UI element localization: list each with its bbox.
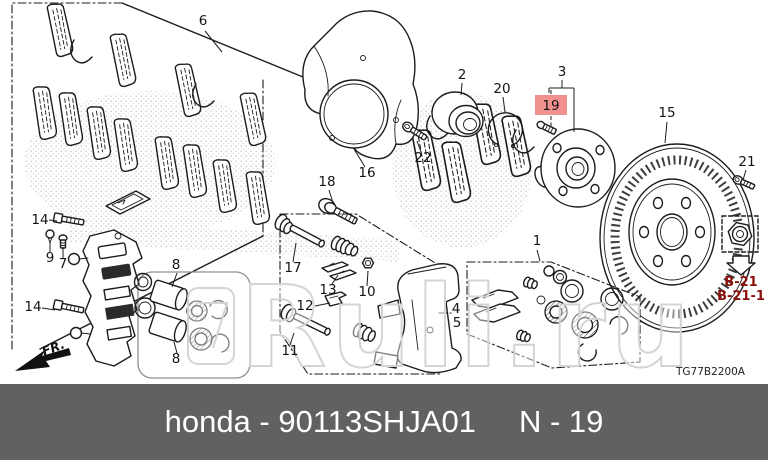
brake-pads-set (32, 1, 271, 226)
callout-leader-21 (742, 169, 747, 181)
part-callout-13[interactable]: 13 (319, 282, 336, 298)
callout-leader-20 (502, 96, 506, 113)
caliper-mount-bolt (318, 197, 358, 225)
part-callout-14[interactable]: 14 (31, 212, 48, 228)
dust-shield (302, 10, 420, 160)
shield-bolt (402, 121, 428, 141)
bleeder-screw (45, 229, 55, 244)
footer-caption-bar: honda - 90113SHJA01 N - 19 (0, 384, 768, 460)
footer-page-ref: N - 19 (518, 404, 604, 439)
part-callout-21[interactable]: 21 (738, 154, 755, 170)
pad-spring-clip (324, 291, 347, 307)
part-callout-10[interactable]: 10 (358, 284, 375, 300)
callout-leader-11 (289, 332, 295, 346)
piston-seal-kit (133, 271, 251, 379)
pad-shim-set (105, 190, 151, 215)
pin-boot-lower (352, 322, 376, 342)
callout-leader-2 (460, 82, 463, 96)
slide-pin-upper (274, 213, 326, 248)
part-callout-8[interactable]: 8 (172, 351, 181, 367)
callout-leader-13 (331, 274, 339, 285)
callout-leader-17 (292, 242, 297, 263)
snap-ring (487, 112, 523, 149)
wheel-bearing (431, 91, 484, 138)
callout-leader-10 (366, 270, 369, 287)
bleeder-cap (58, 234, 68, 249)
part-callout-17[interactable]: 17 (284, 260, 301, 276)
pin-group-boundary (279, 213, 441, 375)
part-callout-19[interactable]: 19 (542, 98, 559, 114)
callout-leader-1 (536, 249, 541, 262)
caliper-bracket (373, 263, 462, 374)
part-callout-22[interactable]: 22 (414, 150, 431, 166)
callout-leader-22 (416, 140, 422, 153)
pin-nut (361, 257, 375, 269)
part-callout-1[interactable]: 1 (533, 233, 542, 249)
brake-rotor (599, 143, 755, 333)
ref-link-b21[interactable]: B-21 (724, 275, 757, 290)
callout-leader-8 (171, 272, 178, 288)
fr-direction-arrow: FR. (15, 336, 71, 371)
part-callout-7[interactable]: 7 (59, 256, 68, 272)
part-callout-9[interactable]: 9 (46, 250, 55, 266)
callout-leader-18 (328, 189, 334, 204)
rotor-set-screw (732, 175, 756, 190)
drawing-code: TG77B2200A (675, 366, 746, 378)
part-callout-20[interactable]: 20 (493, 81, 510, 97)
hub-stud (536, 120, 557, 135)
callout-leader-12 (314, 302, 331, 307)
part-callout-3[interactable]: 3 (558, 64, 567, 80)
slide-pin-lower (280, 303, 331, 336)
part-callout-18[interactable]: 18 (318, 174, 335, 190)
part-callout-16[interactable]: 16 (358, 165, 375, 181)
part-callout-15[interactable]: 15 (658, 105, 675, 121)
caliper-bolt-lower (52, 299, 85, 314)
part-callout-5[interactable]: 5 (453, 315, 462, 331)
part-callout-6[interactable]: 6 (199, 13, 208, 29)
part-callout-4[interactable]: 4 (452, 301, 461, 317)
part-callout-11[interactable]: 11 (281, 343, 298, 359)
part-callout-14[interactable]: 14 (24, 299, 41, 315)
caliper-body (67, 229, 143, 367)
callout-leader-8 (173, 341, 178, 354)
hub-assembly (534, 128, 616, 208)
callout-leader-14 (41, 307, 56, 311)
pin-boot-upper (330, 235, 359, 257)
callout-leader-16 (353, 148, 366, 168)
part-callout-2[interactable]: 2 (458, 67, 467, 83)
part-callout-12[interactable]: 12 (296, 298, 313, 314)
brake-exploded-diagram: B-21 B-21-1 (11, 1, 765, 384)
callout-leader-14 (48, 219, 58, 222)
watermark: Ruli.ru (187, 262, 695, 384)
part-callout-8[interactable]: 8 (172, 257, 181, 273)
callout-leader-6 (204, 30, 223, 53)
caliper-seal-kit (466, 261, 641, 369)
watermark-text: Ruli.ru (240, 263, 695, 384)
callout-leader-15 (664, 121, 668, 144)
lug-nut-reference (721, 215, 759, 276)
highlighted-callout-bg (535, 95, 567, 115)
down-arrow-icon (726, 255, 756, 276)
ref-link-b21-1[interactable]: B-21-1 (717, 289, 765, 304)
footer-part-number: honda - 90113SHJA01 (164, 404, 476, 439)
